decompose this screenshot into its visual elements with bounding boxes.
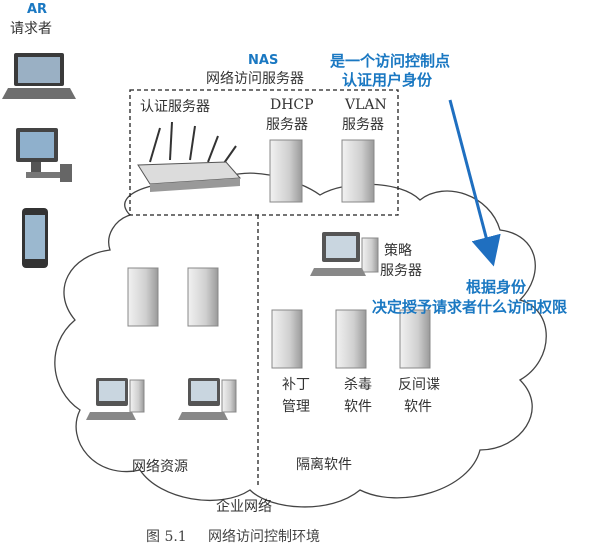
resource-workstation-icon (178, 378, 237, 420)
figure-title: 网络访问控制环境 (208, 529, 320, 545)
network-resources-label: 网络资源 (132, 459, 188, 475)
annotation-top-line1: 是一个访问控制点 (330, 52, 451, 70)
enterprise-network-label: 企业网络 (216, 499, 272, 515)
smartphone-icon (22, 208, 48, 268)
dhcp-server-line1: DHCP (270, 97, 314, 113)
auth-server-router-icon (137, 121, 242, 192)
policy-server-line2: 服务器 (380, 263, 422, 279)
policy-arrow (448, 99, 501, 267)
antivirus-line1: 杀毒 (344, 377, 372, 393)
dhcp-server-icon (269, 139, 303, 203)
nas-boundary (129, 89, 399, 216)
nas-label: 网络访问服务器 (206, 71, 304, 87)
auth-server-label: 认证服务器 (140, 99, 210, 115)
resource-workstation-icon (86, 378, 145, 420)
resource-server-icon (187, 267, 219, 327)
laptop-icon (2, 53, 76, 99)
patch-line1: 补丁 (282, 377, 310, 393)
antispy-line2: 软件 (404, 399, 432, 415)
vlan-server-line1: VLAN (345, 97, 387, 113)
vlan-server-line2: 服务器 (342, 117, 384, 133)
policy-server-icon (310, 232, 379, 276)
antispy-line1: 反间谍 (398, 377, 440, 393)
antivirus-line2: 软件 (344, 399, 372, 415)
requester-label: 请求者 (10, 21, 52, 37)
antispy-server-icon (399, 309, 431, 369)
annotation-mid-line1: 根据身份 (466, 278, 527, 296)
figure-number: 图 5.1 (146, 529, 187, 545)
desktop-computer-icon (16, 128, 72, 182)
nas-code: NAS (248, 53, 279, 68)
enterprise-network-cloud (54, 172, 547, 508)
policy-server-line1: 策略 (384, 243, 412, 259)
annotation-top-line2: 认证用户身份 (342, 71, 433, 89)
patch-server-icon (271, 309, 303, 369)
requester-code: AR (27, 2, 48, 17)
annotation-mid-line2: 决定授予请求者什么访问权限 (372, 298, 568, 316)
isolation-software-label: 隔离软件 (296, 457, 352, 473)
antivirus-server-icon (335, 309, 367, 369)
resource-server-icon (127, 267, 159, 327)
dhcp-server-line2: 服务器 (266, 117, 308, 133)
patch-line2: 管理 (282, 399, 310, 415)
vlan-server-icon (341, 139, 375, 203)
